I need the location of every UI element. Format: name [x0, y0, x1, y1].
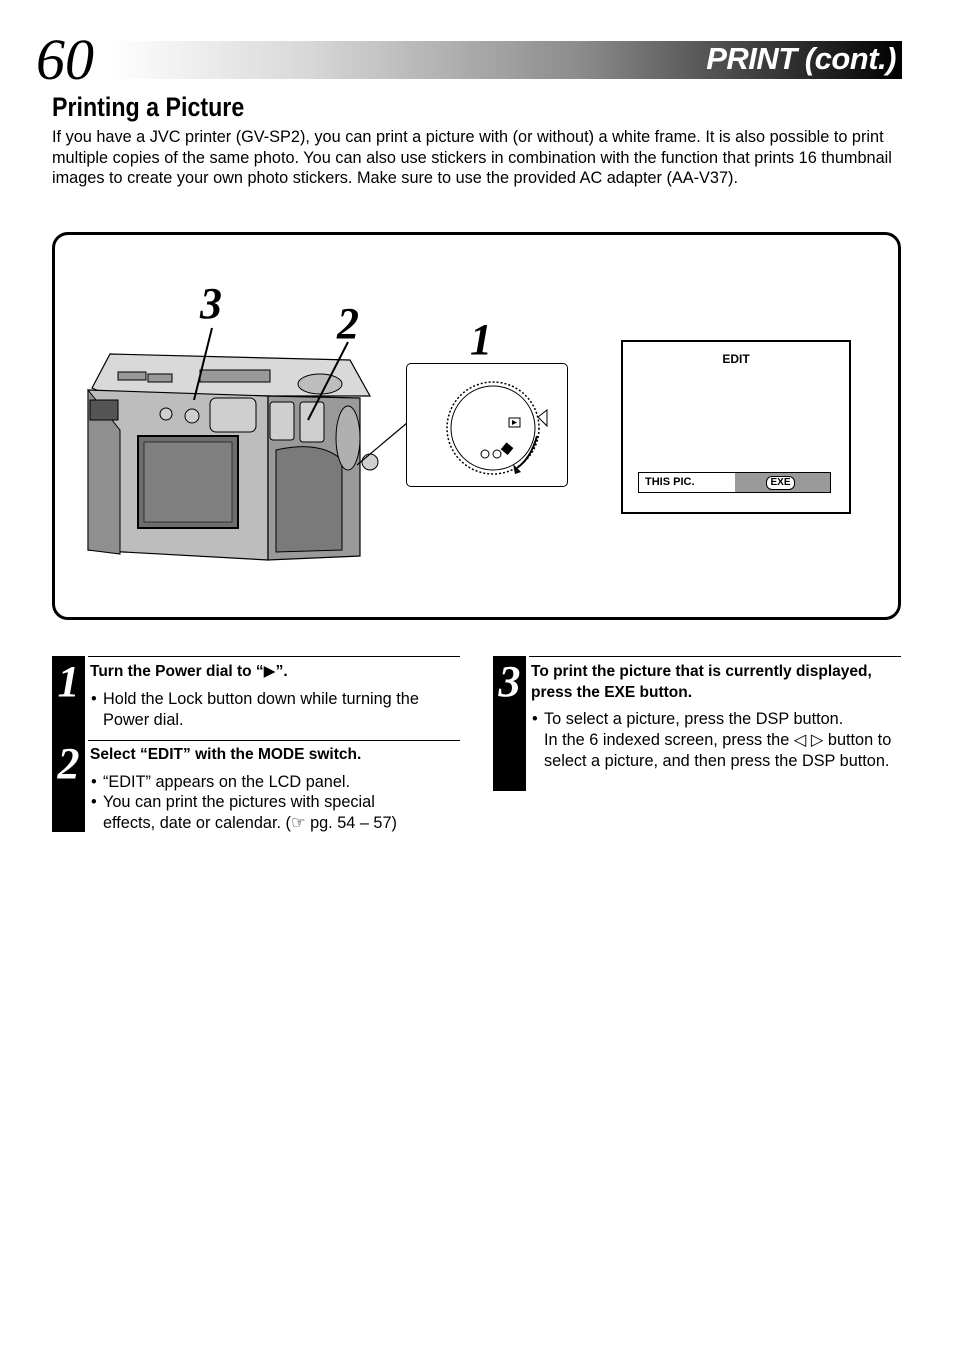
lcd-menu-title: EDIT: [722, 352, 750, 366]
lcd-exe-button: EXE: [766, 476, 795, 490]
callout-leader-lines: [193, 327, 349, 421]
step-2-bullet-2: You can print the pictures with special …: [91, 792, 421, 833]
header-gradient-bar: [108, 41, 902, 79]
step-3-title: To print the picture that is currently d…: [531, 663, 872, 701]
lcd-menu-bar: THIS PIC. EXE: [638, 472, 831, 493]
callout-step-1: 1: [470, 315, 492, 364]
step-3-bullet: To select a picture, press the DSP butto…: [532, 709, 902, 730]
callout-step-3: 3: [200, 279, 222, 328]
lcd-this-pic-label: THIS PIC.: [645, 476, 695, 488]
step-2-number: 2: [52, 738, 85, 832]
callout-step-2: 2: [337, 299, 359, 348]
step-3-rule: [529, 656, 901, 657]
lcd-panel: EDIT THIS PIC. EXE: [621, 340, 851, 514]
power-dial-inset: [406, 363, 568, 487]
intro-paragraph: If you have a JVC printer (GV-SP2), you …: [52, 128, 892, 187]
lcd-exe-cell: EXE: [735, 473, 830, 492]
step-1-title: Turn the Power dial to “▶”.: [90, 663, 288, 680]
section-title: Printing a Picture: [52, 92, 245, 122]
step-2-title: Select “EDIT” with the MODE switch.: [90, 746, 362, 763]
step-3-continuation: In the 6 indexed screen, press the ◁ ▷ b…: [544, 731, 892, 770]
camera-illustration: [87, 353, 379, 561]
step-1-bullet: Hold the Lock button down while turning …: [91, 689, 461, 730]
power-dial-icon: [446, 381, 548, 475]
page-title: PRINT (cont.): [706, 41, 896, 76]
page-number: 60: [36, 27, 94, 92]
step-2-rule: [88, 740, 460, 741]
step-3-number: 3: [493, 656, 526, 791]
step-1-rule: [88, 656, 460, 657]
illustration-frame: [52, 232, 901, 620]
step-1-number: 1: [52, 656, 85, 738]
dial-pointer-line: [356, 422, 408, 466]
step-2-bullet-1: “EDIT” appears on the LCD panel.: [91, 772, 461, 793]
